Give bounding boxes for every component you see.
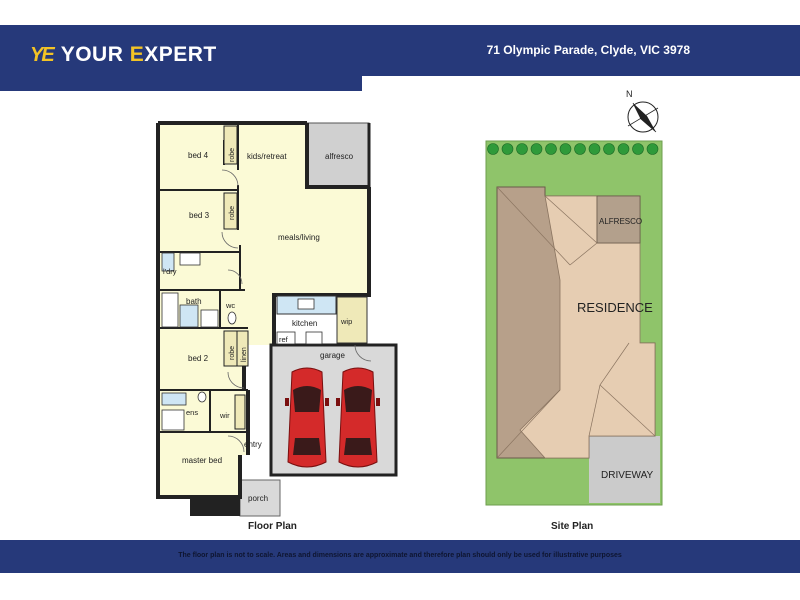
floor-plan: bed 4 robe kids/retreat alfresco bed 3 r… [156,121,398,517]
tree-icon [501,143,514,155]
label-garage: garage [320,351,345,360]
label-laundry: l'dry [163,267,177,276]
site-label-driveway: DRIVEWAY [601,470,654,481]
tree-icon [559,143,572,155]
label-entry: entry [244,440,262,449]
outer-walls [156,121,371,499]
label-alfresco: alfresco [325,152,354,161]
brand-name: YOUR EXPERT [60,43,217,66]
car-left [285,367,329,468]
tree-icon [588,143,601,155]
internal-walls [158,123,248,433]
header-tab [0,76,362,91]
north-compass-icon: N [626,89,659,133]
label-porch: porch [248,494,268,503]
label-robe3: robe [229,346,236,360]
brand-logo[interactable]: YE YOUR EXPERT [30,43,217,67]
label-meals-living: meals/living [278,233,320,242]
site-plan: N ALFRESCO RESIDENCE DRIVEWAY [485,89,663,506]
linen-cupboard [236,330,249,367]
property-address: 71 Olympic Parade, Clyde, VIC 3978 [486,43,690,57]
robe-2 [223,192,238,230]
label-robe1: robe [229,148,236,162]
tree-icon [516,143,528,155]
label-bath: bath [186,297,202,306]
logo-mark-icon: YE [30,43,55,66]
label-ensuite: ens [186,408,198,417]
hedge-trees [487,143,659,155]
label-wip: wip [340,317,352,326]
label-wir: wir [219,411,230,420]
tree-icon [574,143,586,155]
door-swings [221,169,372,453]
tree-icon [632,143,644,155]
disclaimer-text: The floor plan is not to scale. Areas an… [178,552,622,559]
tree-icon [530,143,543,155]
floor-plan-caption: Floor Plan [248,521,297,532]
header-bar [0,25,800,76]
footer-bar [0,540,800,573]
tree-icon [545,143,557,155]
label-linen: linen [241,347,248,362]
porch-step [190,497,240,516]
site-alfresco [596,195,641,244]
tree-icon [617,143,630,155]
walk-in-pantry [336,296,368,344]
label-master-bed: master bed [182,456,222,465]
tree-icon [487,143,499,155]
label-bed3: bed 3 [189,211,210,220]
label-ref: ref [279,335,289,344]
label-kids-retreat: kids/retreat [247,152,287,161]
alfresco-area [306,122,370,188]
robe-1 [223,125,238,165]
north-label: N [626,89,633,99]
label-wc: wc [225,301,235,310]
tree-icon [646,143,659,155]
car-right [336,367,380,468]
label-robe2: robe [229,206,236,220]
label-bed2: bed 2 [188,354,209,363]
site-label-alfresco: ALFRESCO [599,217,642,226]
driveway-area [589,436,660,503]
site-label-residence: RESIDENCE [577,300,653,315]
label-bed4: bed 4 [188,151,209,160]
site-plan-caption: Site Plan [551,521,594,532]
label-kitchen: kitchen [292,319,317,328]
tree-icon [603,143,615,155]
